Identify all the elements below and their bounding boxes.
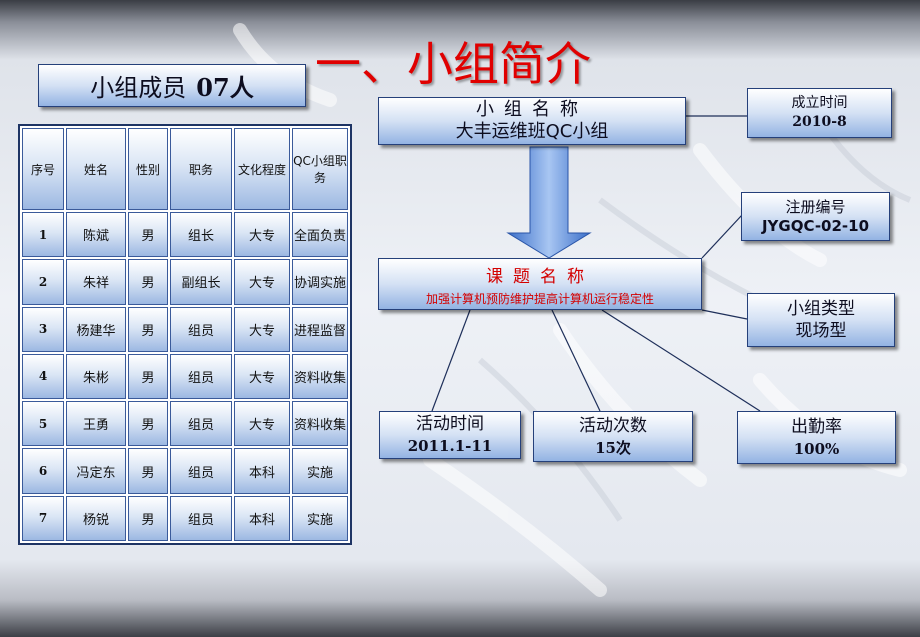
table-cell: 组员 [170, 306, 232, 352]
table-cell: 5 [22, 401, 64, 447]
table-cell: 实施 [292, 448, 348, 494]
table-cell: 大专 [234, 259, 290, 305]
table-cell: 资料收集 [292, 401, 348, 447]
table-cell: 3 [22, 306, 64, 352]
page-title: 一、小组简介 [315, 37, 591, 91]
header-cell: 序号 [22, 128, 64, 210]
group-name-value: 大丰运维班QC小组 [455, 121, 609, 142]
table-cell: 组员 [170, 495, 232, 541]
table-cell: 1 [22, 212, 64, 258]
table-cell: 男 [128, 306, 168, 352]
table-cell: 杨建华 [66, 306, 126, 352]
header-cell: QC小组职务 [292, 128, 348, 210]
table-cell: 副组长 [170, 259, 232, 305]
table-cell: 资料收集 [292, 353, 348, 400]
table-cell: 组员 [170, 353, 232, 400]
registration-label: 注册编号 [785, 197, 846, 216]
registration-value: JYGQC-02-10 [761, 216, 870, 235]
down-arrow [506, 146, 592, 259]
table-cell: 协调实施 [292, 259, 348, 305]
group-type-value: 现场型 [795, 321, 847, 341]
header-cell: 性别 [128, 128, 168, 210]
members-label: 小组成员 [90, 74, 187, 102]
activity-time-box: 活动时间 2011.1-11 [379, 411, 521, 459]
table-cell: 组员 [170, 448, 232, 494]
table-cell: 组员 [170, 401, 232, 447]
group-name-label: 小组名称 [476, 99, 588, 120]
table-header-row: 序号 姓名 性别 职务 文化程度 QC小组职务 [22, 128, 348, 210]
table-cell: 6 [22, 448, 64, 494]
activity-count-value: 15次 [595, 438, 631, 457]
table-cell: 进程监督 [292, 306, 348, 352]
activity-count-label: 活动次数 [579, 415, 647, 436]
header-cell: 文化程度 [234, 128, 290, 210]
members-box: 小组成员 07人 [38, 64, 306, 107]
registration-box: 注册编号 JYGQC-02-10 [741, 192, 890, 241]
table-cell: 朱彬 [66, 353, 126, 400]
table-cell: 冯定东 [66, 448, 126, 494]
table-cell: 男 [128, 448, 168, 494]
group-type-box: 小组类型 现场型 [747, 293, 895, 347]
topic-value: 加强计算机预防维护提高计算机运行稳定性 [425, 291, 654, 306]
attendance-value: 100% [793, 439, 840, 458]
table-cell: 实施 [292, 495, 348, 541]
table-cell: 本科 [234, 448, 290, 494]
table-cell: 男 [128, 259, 168, 305]
members-count: 07人 [196, 73, 254, 102]
table-cell: 4 [22, 353, 64, 400]
table-cell: 大专 [234, 306, 290, 352]
founded-box: 成立时间 2010-8 [747, 88, 892, 138]
topic-label: 课题名称 [486, 266, 594, 287]
table-cell: 男 [128, 353, 168, 400]
founded-value: 2010-8 [792, 114, 847, 130]
activity-time-value: 2011.1-11 [407, 437, 493, 455]
group-name-box: 小组名称 大丰运维班QC小组 [378, 97, 686, 145]
table-cell: 7 [22, 495, 64, 541]
table-cell: 大专 [234, 401, 290, 447]
table-cell: 本科 [234, 495, 290, 541]
table-cell: 陈斌 [66, 212, 126, 258]
header-cell: 姓名 [66, 128, 126, 210]
table-cell: 朱祥 [66, 259, 126, 305]
founded-label: 成立时间 [791, 95, 848, 111]
table-cell: 男 [128, 401, 168, 447]
topic-box: 课题名称 加强计算机预防维护提高计算机运行稳定性 [378, 258, 702, 310]
activity-time-label: 活动时间 [416, 414, 484, 434]
table-cell: 全面负责 [292, 212, 348, 258]
table-cell: 男 [128, 212, 168, 258]
table-cell: 男 [128, 495, 168, 541]
table-cell: 大专 [234, 353, 290, 400]
header-cell: 职务 [170, 128, 232, 210]
attendance-label: 出勤率 [791, 416, 842, 437]
table-cell: 2 [22, 259, 64, 305]
table-cell: 组长 [170, 212, 232, 258]
group-type-label: 小组类型 [787, 299, 855, 319]
table-cell: 大专 [234, 212, 290, 258]
table-cell: 王勇 [66, 401, 126, 447]
activity-count-box: 活动次数 15次 [533, 411, 693, 462]
table-cell: 杨锐 [66, 495, 126, 541]
attendance-box: 出勤率 100% [737, 411, 896, 464]
